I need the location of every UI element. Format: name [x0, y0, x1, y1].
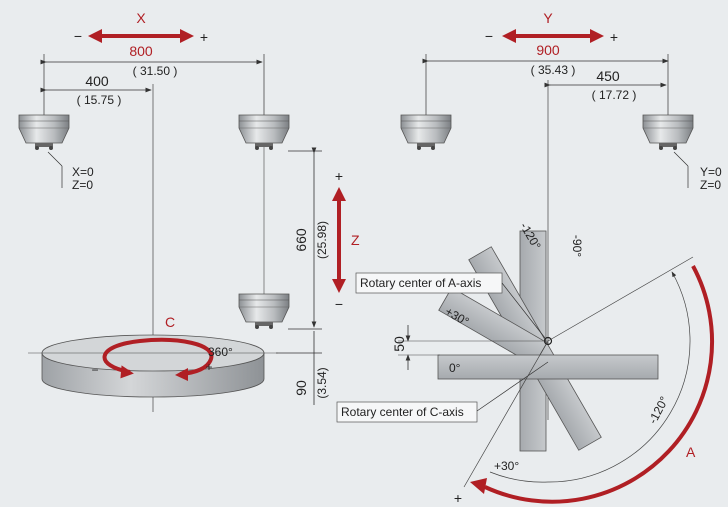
origin-z-label-right: Z=0: [700, 178, 721, 192]
callout-c-axis: Rotary center of C-axis: [341, 405, 464, 419]
a-plus-sign: +: [454, 490, 462, 506]
y-half-value: 450: [596, 68, 620, 84]
y-plus-sign: +: [610, 29, 618, 45]
bar-label-zero: 0°: [449, 361, 461, 375]
origin-z-label: Z=0: [72, 178, 93, 192]
spindle-head-y-left: [400, 114, 452, 151]
z-axis-label: Z: [351, 232, 360, 248]
c-axis-label: C: [165, 314, 175, 330]
y-minus-sign: −: [485, 28, 493, 44]
spindle-head-right-bottom: [238, 293, 290, 330]
a-axis-label: A: [686, 444, 696, 460]
ref-line-plus-30: [547, 256, 694, 342]
callout-c-box: [336, 401, 478, 423]
c-rotation-arrow: [102, 337, 214, 381]
z-plus-sign: +: [335, 168, 343, 184]
c-plus-sign: +: [205, 360, 212, 374]
table-gap-value: 90: [293, 380, 309, 396]
origin-y-label: Y=0: [700, 165, 722, 179]
origin-x-label: X=0: [72, 165, 94, 179]
spindle-head-right-top: [238, 114, 290, 151]
x-half-inches: ( 15.75 ): [77, 93, 122, 107]
z-travel-value: 660: [293, 228, 309, 252]
callout-a-axis: Rotary center of A-axis: [360, 276, 481, 290]
spindle-head-left: [18, 114, 70, 151]
x-axis-label: X: [136, 10, 146, 26]
x-travel-value: 800: [129, 43, 153, 59]
a-offset-value: 50: [391, 336, 407, 352]
arc-minus-120: [547, 271, 691, 483]
arc-label-minus-120: -120°: [646, 394, 672, 426]
c-rotation-angle: 360°: [208, 345, 233, 359]
y-travel-value: 900: [536, 42, 560, 58]
x-arrow-right-head: [180, 29, 194, 43]
rotary-table: [28, 334, 278, 398]
spindle-head-y-right: [642, 114, 694, 151]
x-arrow-left-head: [88, 29, 102, 43]
z-minus-sign: −: [335, 296, 343, 312]
arc-label-plus-30: +30°: [494, 459, 519, 473]
y-axis-label: Y: [543, 10, 553, 26]
x-minus-sign: −: [74, 28, 82, 44]
y-half-inches: ( 17.72 ): [592, 88, 637, 102]
left-view: X − + 800 ( 31.50 ) 400 ( 15.75 ) X=0 Z=…: [18, 10, 360, 412]
ref-line-minus-120: [463, 340, 549, 488]
x-half-value: 400: [85, 73, 109, 89]
x-plus-sign: +: [200, 29, 208, 45]
z-travel-inches: (25.98): [315, 221, 329, 259]
right-view: Y − + 900 ( 35.43 ) 450 ( 17.72 ) Y=0 Z=…: [336, 10, 722, 506]
a-rotation-arrow: [484, 265, 714, 504]
y-travel-inches: ( 35.43 ): [531, 63, 576, 77]
table-gap-inches: (3.54): [315, 367, 329, 398]
bar-zero: [437, 354, 659, 380]
arc-plus-30: [489, 471, 549, 483]
bar-label-minus-90: -90°: [570, 235, 584, 257]
x-travel-inches: ( 31.50 ): [133, 64, 178, 78]
c-minus-sign: −: [91, 363, 98, 377]
